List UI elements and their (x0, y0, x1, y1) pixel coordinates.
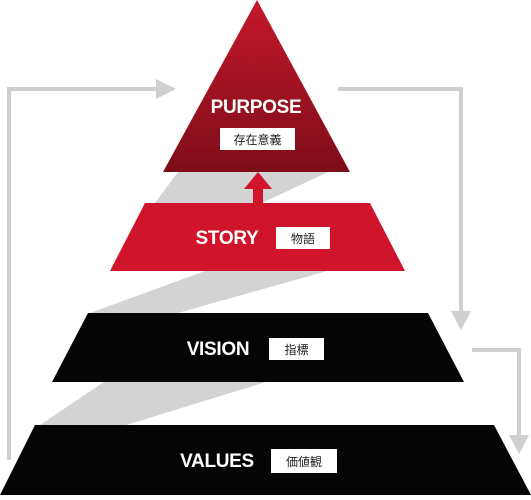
level-title-story: STORY (196, 228, 260, 249)
flow-arrow-purpose-to-vision-line (338, 87, 463, 312)
shadow-story-vision (90, 271, 327, 313)
flow-arrow-vision-to-values-line (472, 348, 521, 436)
level-subtitle-vision: 指標 (284, 342, 308, 357)
feedback-loop-line (7, 87, 160, 460)
tier-story (110, 203, 405, 271)
tier-vision (52, 313, 464, 382)
level-subtitle-box-vision (269, 338, 324, 360)
level-subtitle-purpose: 存在意義 (233, 132, 281, 147)
up-arrow-story-to-purpose-head (244, 172, 272, 189)
tier-purpose (163, 0, 350, 172)
tier-values (0, 425, 531, 495)
level-subtitle-box-story (276, 227, 330, 249)
shadow-purpose-story (155, 172, 328, 203)
level-title-vision: VISION (187, 339, 250, 360)
level-subtitle-box-values (271, 449, 337, 473)
level-subtitle-values: 価値観 (286, 454, 322, 469)
level-title-purpose: PURPOSE (211, 97, 302, 118)
feedback-loop-arrowhead (156, 79, 176, 99)
level-title-values: VALUES (180, 451, 254, 472)
up-arrow-story-to-purpose-shaft (253, 186, 263, 204)
flow-arrow-purpose-to-vision-arrowhead (451, 311, 471, 330)
level-subtitle-box-purpose (220, 128, 295, 150)
shadow-vision-values (40, 382, 266, 425)
level-subtitle-story: 物語 (291, 231, 315, 246)
flow-arrow-vision-to-values-arrowhead (509, 435, 529, 454)
